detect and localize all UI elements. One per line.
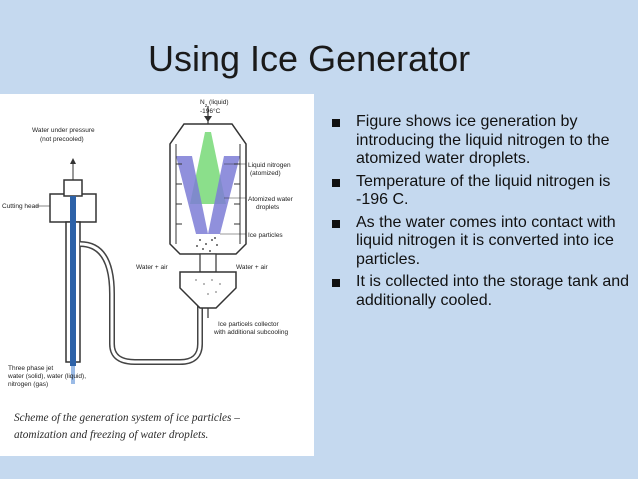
bullet-text: Figure shows ice generation by introduci… [356,113,610,167]
bullet-list: Figure shows ice generation by introduci… [330,113,630,314]
bullet-item: It is collected into the storage tank an… [330,273,630,310]
figure-caption-line-1: Scheme of the generation system of ice p… [14,412,240,424]
figure-panel: Water under pressure (not precooled) N2 … [0,94,314,456]
label-atomized-water-1: Atomized water [248,196,294,203]
cutting-head-inlet [63,179,83,197]
label-liquid-nitrogen-2: (atomized) [250,170,281,177]
bullet-square-icon [332,279,340,287]
label-ice-particles: Ice particles [248,232,283,239]
bullet-text: As the water comes into contact with liq… [356,213,616,268]
ice-collector [179,271,237,309]
bullet-item: As the water comes into contact with liq… [330,214,630,270]
label-water-pressure-2: (not precooled) [40,136,84,143]
water-spray-right [208,156,240,234]
nitrogen-spray [190,132,226,204]
bullet-text: It is collected into the storage tank an… [356,273,630,309]
label-n2: N2 (liquid) [200,99,229,108]
label-jet-3: nitrogen (gas) [8,381,48,388]
label-n2-temperature: -196°C [200,107,221,115]
bullet-square-icon [332,178,340,187]
water-spray-left [176,156,208,234]
label-cutting-head: Cutting head [2,203,39,210]
label-jet-1: Three phase jet [8,365,53,372]
label-collector-2: with additional subcooling [213,329,288,336]
bullet-item: Figure shows ice generation by introduci… [330,113,630,169]
bullet-item: Temperature of the liquid nitrogen is -1… [330,173,630,210]
label-liquid-nitrogen-1: Liquid nitrogen [248,162,291,169]
bullet-text: Temperature of the liquid nitrogen is -1… [356,172,611,209]
bullet-square-icon [332,119,340,127]
connecting-hose [79,241,203,365]
bullet-square-icon [332,219,340,228]
ice-particle-dots [196,237,218,252]
figure-caption: Scheme of the generation system of ice p… [14,410,310,444]
slide-title: Using Ice Generator [148,38,471,79]
label-water-air-left: Water + air [136,264,169,271]
label-water-air-right: Water + air [236,264,269,271]
label-jet-2: water (solid), water (liquid), [7,373,86,380]
label-atomized-water-2: droplets [256,204,280,211]
figure-caption-line-2: atomization and freezing of water drople… [14,429,209,441]
ice-generator-diagram: Water under pressure (not precooled) N2 … [2,99,294,388]
label-water-pressure-1: Water under pressure [32,127,95,134]
label-collector-1: Ice particels collector [218,321,280,328]
